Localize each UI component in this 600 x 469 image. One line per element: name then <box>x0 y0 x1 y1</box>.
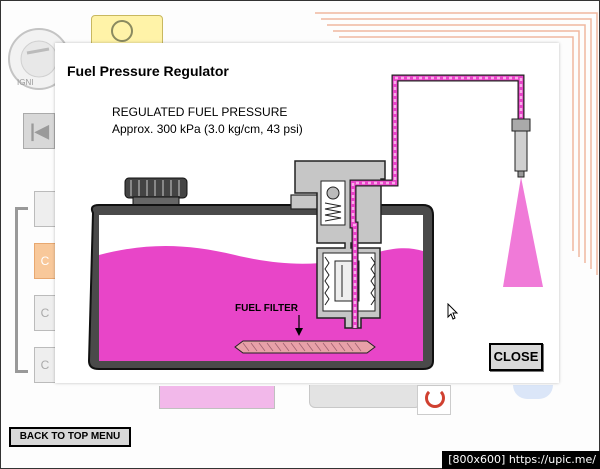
popup-title: Fuel Pressure Regulator <box>67 63 229 79</box>
side-button-4[interactable]: C <box>34 347 56 383</box>
side-button-1[interactable] <box>34 191 56 227</box>
fuel-system-diagram <box>87 74 543 370</box>
side-button-3[interactable]: C <box>34 295 56 331</box>
fuel-filter <box>234 315 376 354</box>
pressure-heading: REGULATED FUEL PRESSURE <box>112 105 288 119</box>
fuel-injector <box>511 118 531 178</box>
background-tank <box>159 386 275 409</box>
rewind-icon: |◀ <box>30 121 49 141</box>
side-bracket <box>15 207 28 373</box>
background-spray <box>513 385 553 399</box>
side-button-2[interactable]: C <box>34 243 56 279</box>
cursor-arrow-icon <box>447 303 459 320</box>
pressure-value: Approx. 300 kPa (3.0 kg/cm, 43 psi) <box>112 122 303 136</box>
watermark: [800x600] https://upic.me/ <box>442 451 600 469</box>
back-to-top-menu-button[interactable]: BACK TO TOP MENU <box>9 427 131 447</box>
rewind-button[interactable]: |◀ <box>23 113 55 149</box>
fuel-spray <box>503 177 543 287</box>
ignition-knob-icon[interactable]: IGNI <box>5 19 69 97</box>
fuel-cap <box>124 177 188 206</box>
fuel-filter-label: FUEL FILTER <box>235 303 298 314</box>
background-part <box>309 385 421 408</box>
shake-icon <box>111 20 133 42</box>
fuel-line <box>349 74 525 328</box>
ignition-label: IGNI <box>17 78 33 87</box>
background-warning-icon <box>417 385 451 415</box>
shake-button[interactable] <box>91 15 163 47</box>
background-wiring-lines <box>315 12 598 275</box>
regulator-popup: Fuel Pressure Regulator REGULATED FUEL P… <box>55 43 559 383</box>
close-button[interactable]: CLOSE <box>489 343 543 371</box>
